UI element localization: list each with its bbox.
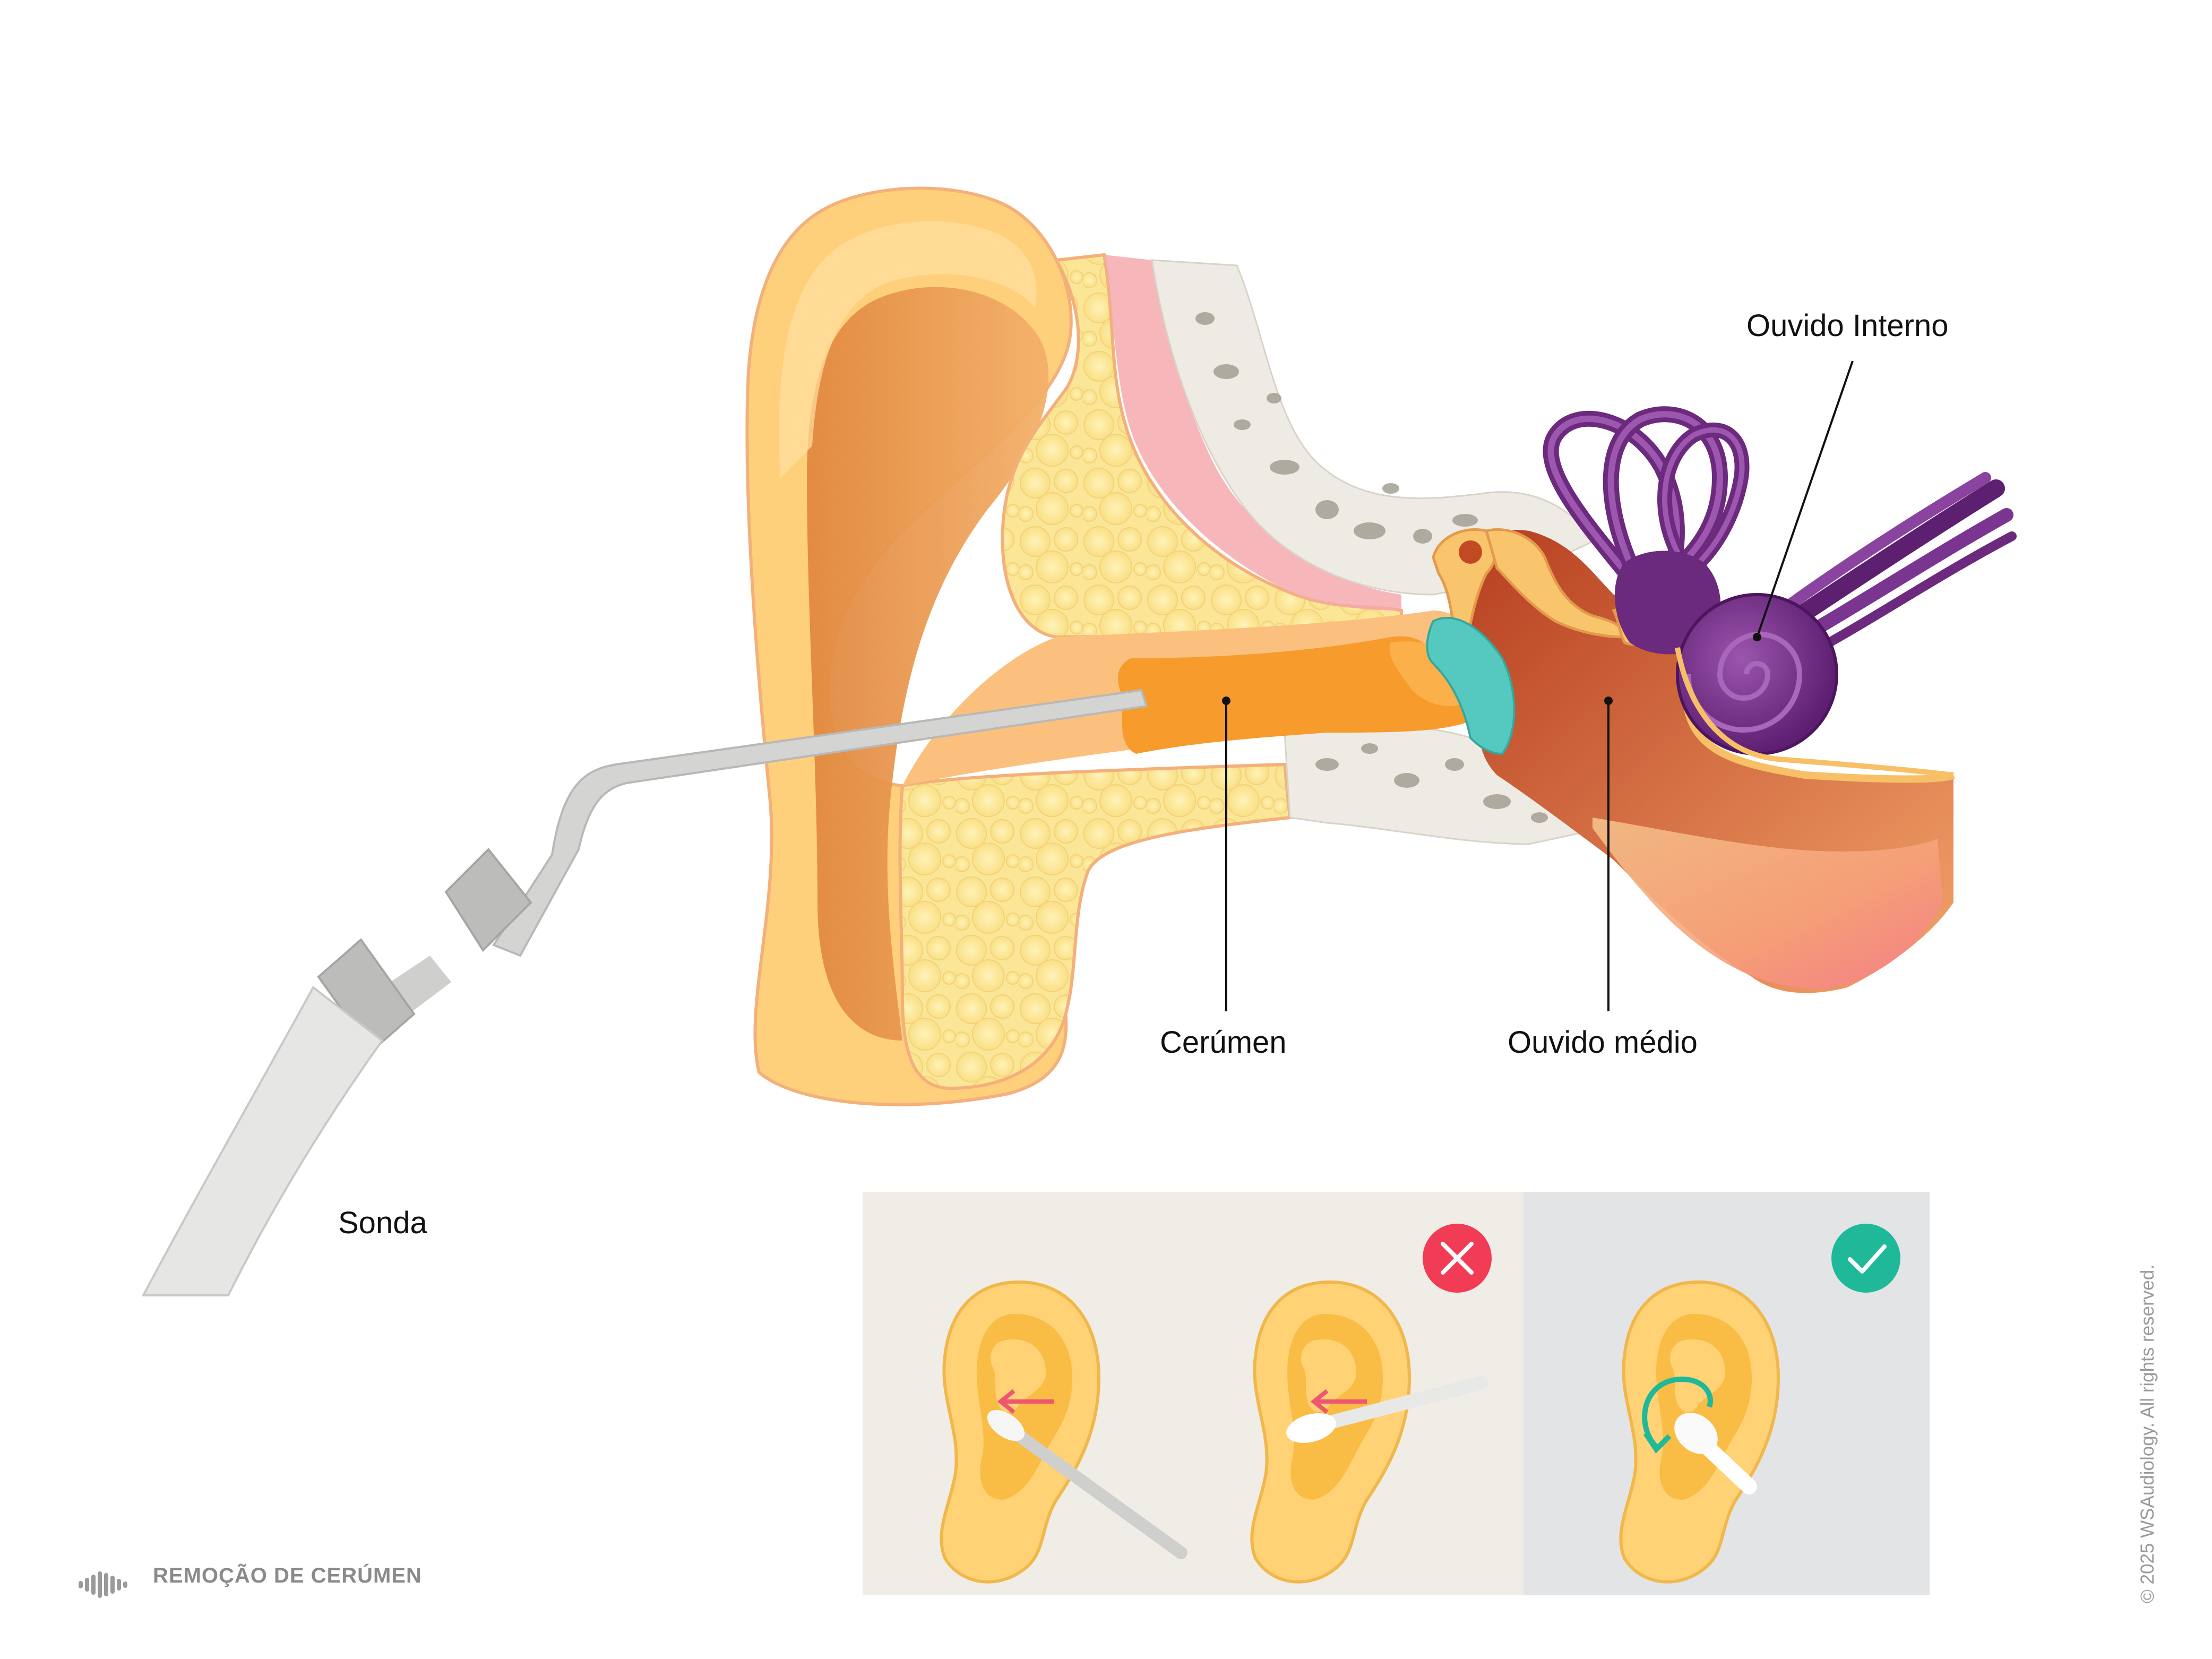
- right-badge: [1831, 1224, 1900, 1293]
- cochlea: [1676, 593, 1838, 755]
- label-probe: Sonda: [338, 1206, 427, 1240]
- label-middle-ear: Ouvido médio: [1508, 1025, 1698, 1060]
- wrong-badge: [1423, 1224, 1492, 1293]
- leader-dots: [1222, 633, 1761, 705]
- inner-ear-wall: [1675, 647, 1954, 778]
- copyright-notice: © 2025 WSAudiology. All rights reserved.: [2137, 1265, 2158, 1603]
- cotton-swab-deep: [987, 1389, 1187, 1559]
- cotton-swab-push: [1286, 1376, 1488, 1443]
- footer-title: REMOÇÃO DE CERÚMEN: [153, 1564, 422, 1587]
- probe-handle: [141, 985, 384, 1296]
- leader-inner-ear: [1756, 360, 1854, 638]
- eardrum: [1426, 616, 1516, 755]
- upper-soft-tissue: [1104, 255, 1401, 611]
- upper-temporal-bone: [1151, 259, 1594, 596]
- probe-collar-upper: [444, 848, 532, 952]
- concha: [807, 287, 1049, 1041]
- eustachian-tube: [1593, 818, 1943, 988]
- probe-tip: [492, 689, 1148, 957]
- earwax-plug: [1118, 636, 1486, 754]
- probe-instrument: [141, 689, 1148, 1296]
- soundwave-logo-icon: [79, 1571, 127, 1598]
- cotton-swab-outer: [1642, 1377, 1757, 1494]
- instruction-panels: [863, 1192, 1930, 1595]
- leader-lines: [1225, 360, 1854, 1011]
- check-icon: [1848, 1244, 1887, 1274]
- lower-fat-tissue: [898, 762, 1292, 1090]
- label-inner-ear: Ouvido Interno: [1746, 308, 1949, 343]
- label-earwax: Cerúmen: [1160, 1025, 1287, 1060]
- cross-icon: [1441, 1242, 1474, 1275]
- rotate-arrow: [1642, 1377, 1713, 1449]
- ear-cross-section: [745, 186, 2017, 1106]
- bone-pores-lower: [1315, 743, 1548, 823]
- helix-rim: [779, 221, 1037, 478]
- malleus: [1432, 528, 1498, 655]
- semicircular-canals: [1543, 406, 1750, 592]
